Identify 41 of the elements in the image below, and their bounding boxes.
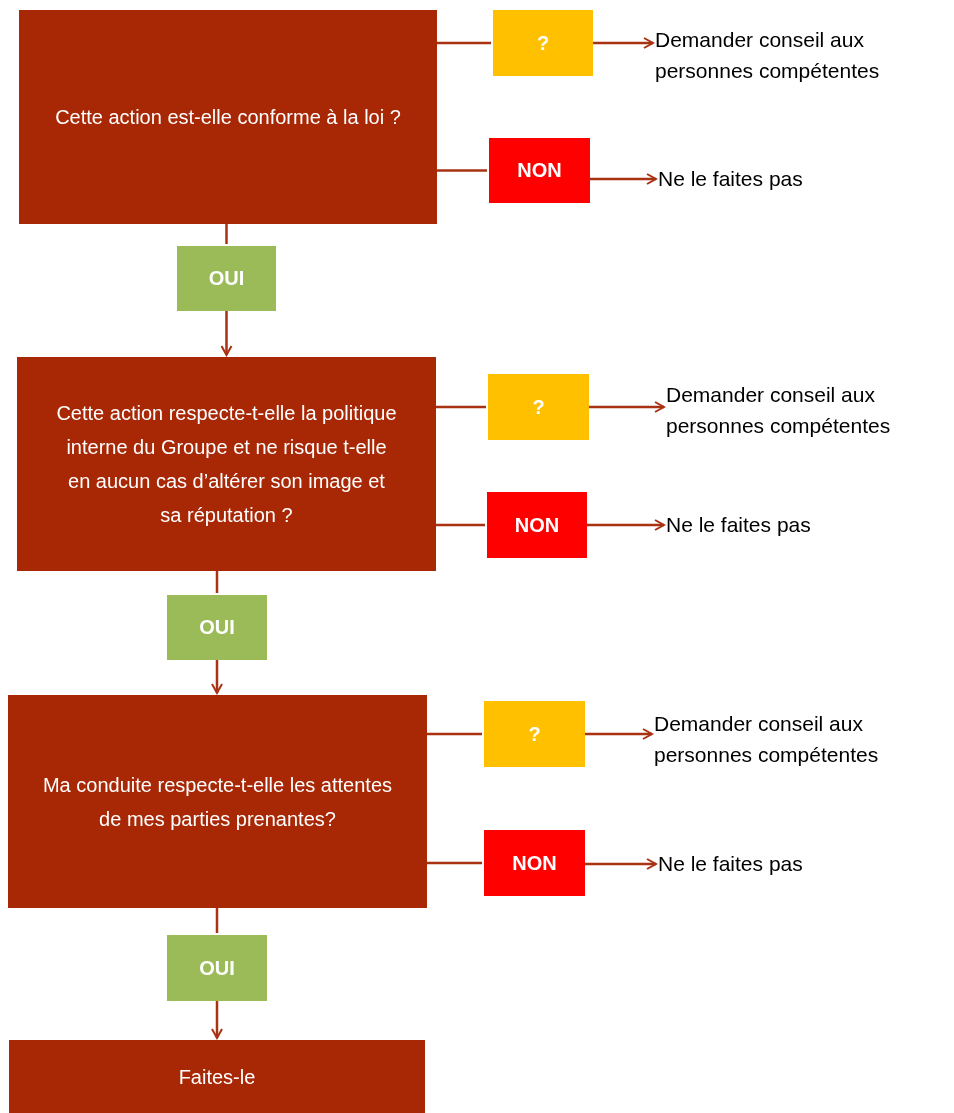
outcome-text: Demander conseil aux personnes compétentes [655,20,950,90]
arrow [220,311,233,356]
question-mark-tag: ? [488,374,589,440]
connector-line [437,169,487,172]
question-mark-tag: ? [484,701,585,767]
connector-line [427,861,482,865]
node-text: Cette action respecte-t-elle la politique interne du Groupe et ne risque t-elle en aucun cas d’altérer son image et sa réputation ? [55,401,398,528]
outcome-text: Demander conseil aux personnes compétentes [666,375,954,445]
arrow [593,37,654,49]
node-text: Faites-le [178,1064,256,1090]
arrow [587,519,665,531]
no-tag: NON [487,492,587,558]
outcome-text: Demander conseil aux personnes compétentes [654,704,949,774]
connector-line [436,405,486,409]
connector-line [215,908,219,933]
connector-line [436,523,485,527]
arrow [211,660,223,694]
node-text: Ma conduite respecte-t-elle les attentes de mes parties prenantes? [41,772,394,832]
connector-line [225,224,228,244]
arrow [585,728,653,740]
outcome-text: Ne le faites pas [666,500,866,550]
connector-line [427,732,482,736]
arrow [211,1001,223,1039]
arrow [585,858,657,870]
decision-box [17,357,436,571]
decision-box [8,695,427,908]
no-tag: NON [484,830,585,896]
yes-tag: OUI [167,595,267,660]
arrow [590,173,657,185]
decision-box [9,1040,425,1113]
connector-line [437,41,491,45]
no-tag: NON [489,138,590,203]
node-text: Cette action est-elle conforme à la loi ? [55,105,401,130]
outcome-text: Ne le faites pas [658,840,858,888]
question-mark-tag: ? [493,10,593,76]
decision-box [19,10,437,224]
arrow [589,401,665,413]
yes-tag: OUI [167,935,267,1001]
outcome-text: Ne le faites pas [658,155,858,203]
yes-tag: OUI [177,246,276,311]
connector-line [215,571,219,593]
